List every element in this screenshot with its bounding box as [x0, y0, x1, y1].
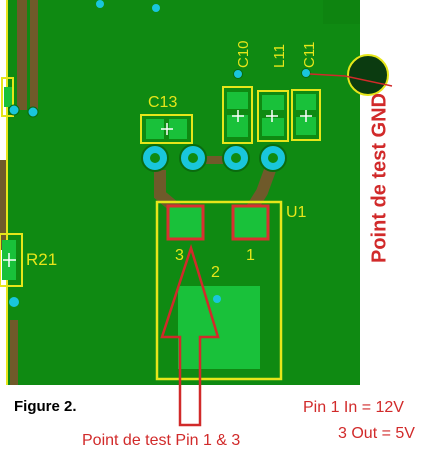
gnd-leader-line — [309, 73, 393, 87]
pin-test-label: Point de test Pin 1 & 3 — [82, 432, 241, 449]
gnd-test-via — [301, 68, 311, 78]
r21-label: R21 — [26, 250, 57, 269]
via-row — [141, 144, 287, 172]
u1-footprint — [155, 200, 283, 381]
c10-footprint — [222, 86, 253, 144]
u1-pin2-label: 2 — [211, 264, 220, 281]
u1-label: U1 — [286, 204, 307, 221]
top-right-component — [323, 0, 389, 96]
pin3-note: 3 Out = 5V — [338, 425, 415, 442]
c10-label: C10 — [235, 40, 252, 68]
figure-caption: Figure 2. — [14, 398, 77, 415]
u1-pad-3 — [166, 204, 205, 241]
left-traces — [0, 0, 39, 385]
c13-label: C13 — [148, 94, 177, 111]
gnd-test-label: Point de test GND — [368, 92, 391, 264]
c10-via — [233, 69, 243, 79]
r21-footprint — [0, 233, 23, 307]
u1-pad-1 — [231, 204, 270, 241]
c11-footprint — [291, 89, 321, 141]
c13-footprint — [140, 114, 193, 144]
pin1-note: Pin 1 In = 12V — [303, 399, 404, 416]
l11-label: L11 — [271, 44, 288, 68]
c11-label: C11 — [301, 42, 318, 68]
pin-test-arrow — [160, 243, 220, 427]
u1-pin3-label: 3 — [175, 247, 184, 264]
u1-pin1-label: 1 — [246, 247, 255, 264]
top-vias — [96, 0, 160, 12]
l11-footprint — [257, 90, 289, 142]
